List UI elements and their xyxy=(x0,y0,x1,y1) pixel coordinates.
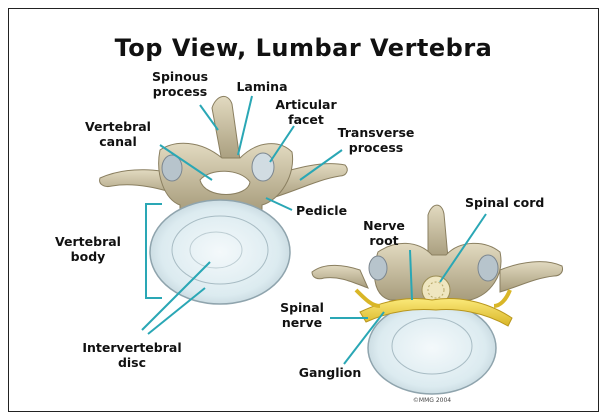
right-nerve-branch xyxy=(494,290,510,306)
svg-text:Spinous: Spinous xyxy=(152,69,208,84)
label-vertebral-canal-2: canal xyxy=(99,134,136,149)
label-vertebral-canal-1: Vertebral xyxy=(85,119,151,134)
leader-pedicle xyxy=(266,198,292,210)
label-nerve-root-1: Nerve xyxy=(363,218,405,233)
right-articular-facet xyxy=(252,153,274,181)
right-spinous-process xyxy=(428,205,448,258)
label-pedicle: Pedicle xyxy=(296,203,347,218)
label-ganglion: Ganglion xyxy=(299,365,362,380)
label-transverse-process-1: Transverse xyxy=(338,125,415,140)
label-nerve-root-2: root xyxy=(369,233,398,248)
label-spinal-nerve-1: Spinal xyxy=(280,300,324,315)
label-articular-facet-1: Articular xyxy=(275,97,337,112)
right-left-facet xyxy=(369,256,387,280)
right-left-transverse-process xyxy=(312,265,368,288)
right-vertebral-body xyxy=(368,302,496,394)
label-intervertebral-disc-1: Intervertebral xyxy=(82,340,181,355)
label-spinous-process-1: Spinous xyxy=(152,69,208,84)
label-transverse-process-2: process xyxy=(349,140,403,155)
label-spinous-process-2: process xyxy=(153,84,207,99)
left-nerve-branch xyxy=(356,290,380,306)
right-right-transverse-process xyxy=(500,262,563,292)
label-spinal-cord: Spinal cord xyxy=(465,195,544,210)
label-intervertebral-disc-2: disc xyxy=(118,355,146,370)
label-vertebral-body-1: Vertebral xyxy=(55,234,121,249)
label-vertebral-body-2: body xyxy=(71,249,106,264)
right-right-facet xyxy=(478,255,498,281)
leader-lamina xyxy=(238,96,252,155)
label-articular-facet-2: facet xyxy=(288,112,324,127)
label-lamina: Lamina xyxy=(236,79,287,94)
copyright-text: ©MMG 2004 xyxy=(413,397,451,404)
label-spinal-nerve-2: nerve xyxy=(282,315,322,330)
svg-text:process: process xyxy=(153,84,207,99)
spinous-process-shape xyxy=(212,96,240,162)
